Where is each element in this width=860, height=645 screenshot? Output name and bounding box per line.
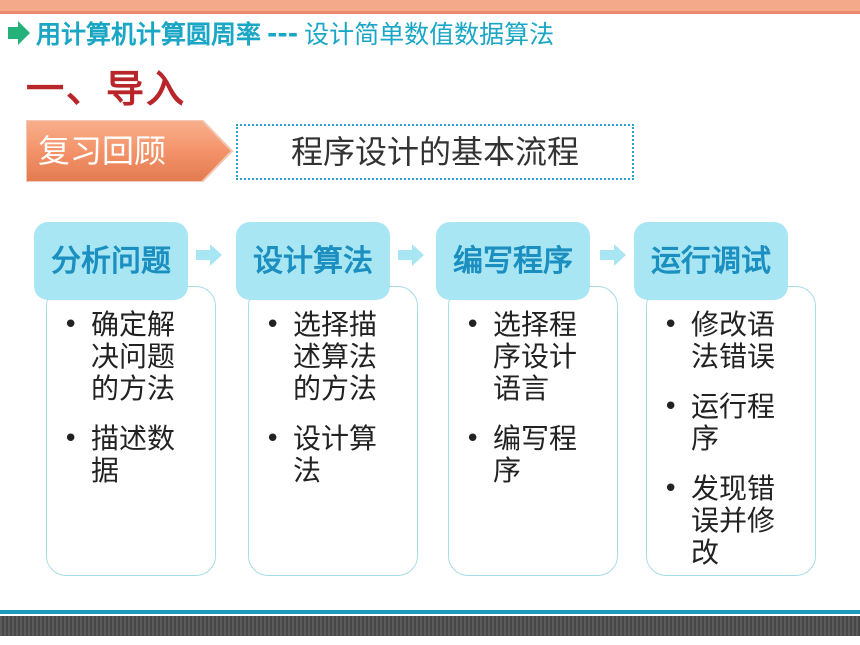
slide-header: 用计算机计算圆周率 --- 设计简单数值数据算法: [8, 16, 554, 50]
step-body: 修改语法错误 运行程序 发现错误并修改: [646, 286, 816, 576]
slide-title: 用计算机计算圆周率: [36, 20, 262, 49]
list-item: 编写程序: [463, 423, 611, 487]
list-item: 确定解决问题的方法: [61, 309, 209, 405]
section-heading: 一、导入: [26, 67, 187, 111]
review-tag-shape: [26, 120, 234, 182]
bullet-list: 确定解决问题的方法 描述数据: [47, 287, 215, 487]
flow-title-box: 程序设计的基本流程: [236, 124, 634, 180]
flow-arrow-icon: [398, 244, 424, 266]
list-item: 选择描述算法的方法: [263, 309, 411, 405]
flow-arrow-icon: [600, 244, 626, 266]
top-decor-bar: [0, 0, 860, 14]
step-body: 确定解决问题的方法 描述数据: [46, 286, 216, 576]
step-title: 分析问题: [34, 222, 188, 300]
review-tag-label: 复习回顾: [38, 132, 167, 170]
flow-arrow-icon: [196, 244, 222, 266]
list-item: 描述数据: [61, 423, 209, 487]
step-title: 运行调试: [634, 222, 788, 300]
slide-subtitle: 设计简单数值数据算法: [304, 20, 555, 49]
bullet-list: 选择程序设计语言 编写程序: [449, 287, 617, 487]
list-item: 修改语法错误: [661, 309, 809, 373]
step-body: 选择描述算法的方法 设计算法: [248, 286, 418, 576]
step-title: 设计算法: [236, 222, 390, 300]
list-item: 选择程序设计语言: [463, 309, 611, 405]
bullet-list: 选择描述算法的方法 设计算法: [249, 287, 417, 487]
list-item: 发现错误并修改: [661, 473, 809, 569]
step-body: 选择程序设计语言 编写程序: [448, 286, 618, 576]
step-title: 编写程序: [436, 222, 590, 300]
flow-title: 程序设计的基本流程: [290, 133, 579, 171]
list-item: 运行程序: [661, 391, 809, 455]
footer-stripe: [0, 616, 860, 636]
list-item: 设计算法: [263, 423, 411, 487]
title-separator: ---: [267, 18, 299, 48]
bullet-list: 修改语法错误 运行程序 发现错误并修改: [647, 287, 815, 569]
header-arrow-icon: [8, 21, 30, 45]
review-tag: 复习回顾: [26, 120, 234, 182]
footer-line: [0, 610, 860, 614]
